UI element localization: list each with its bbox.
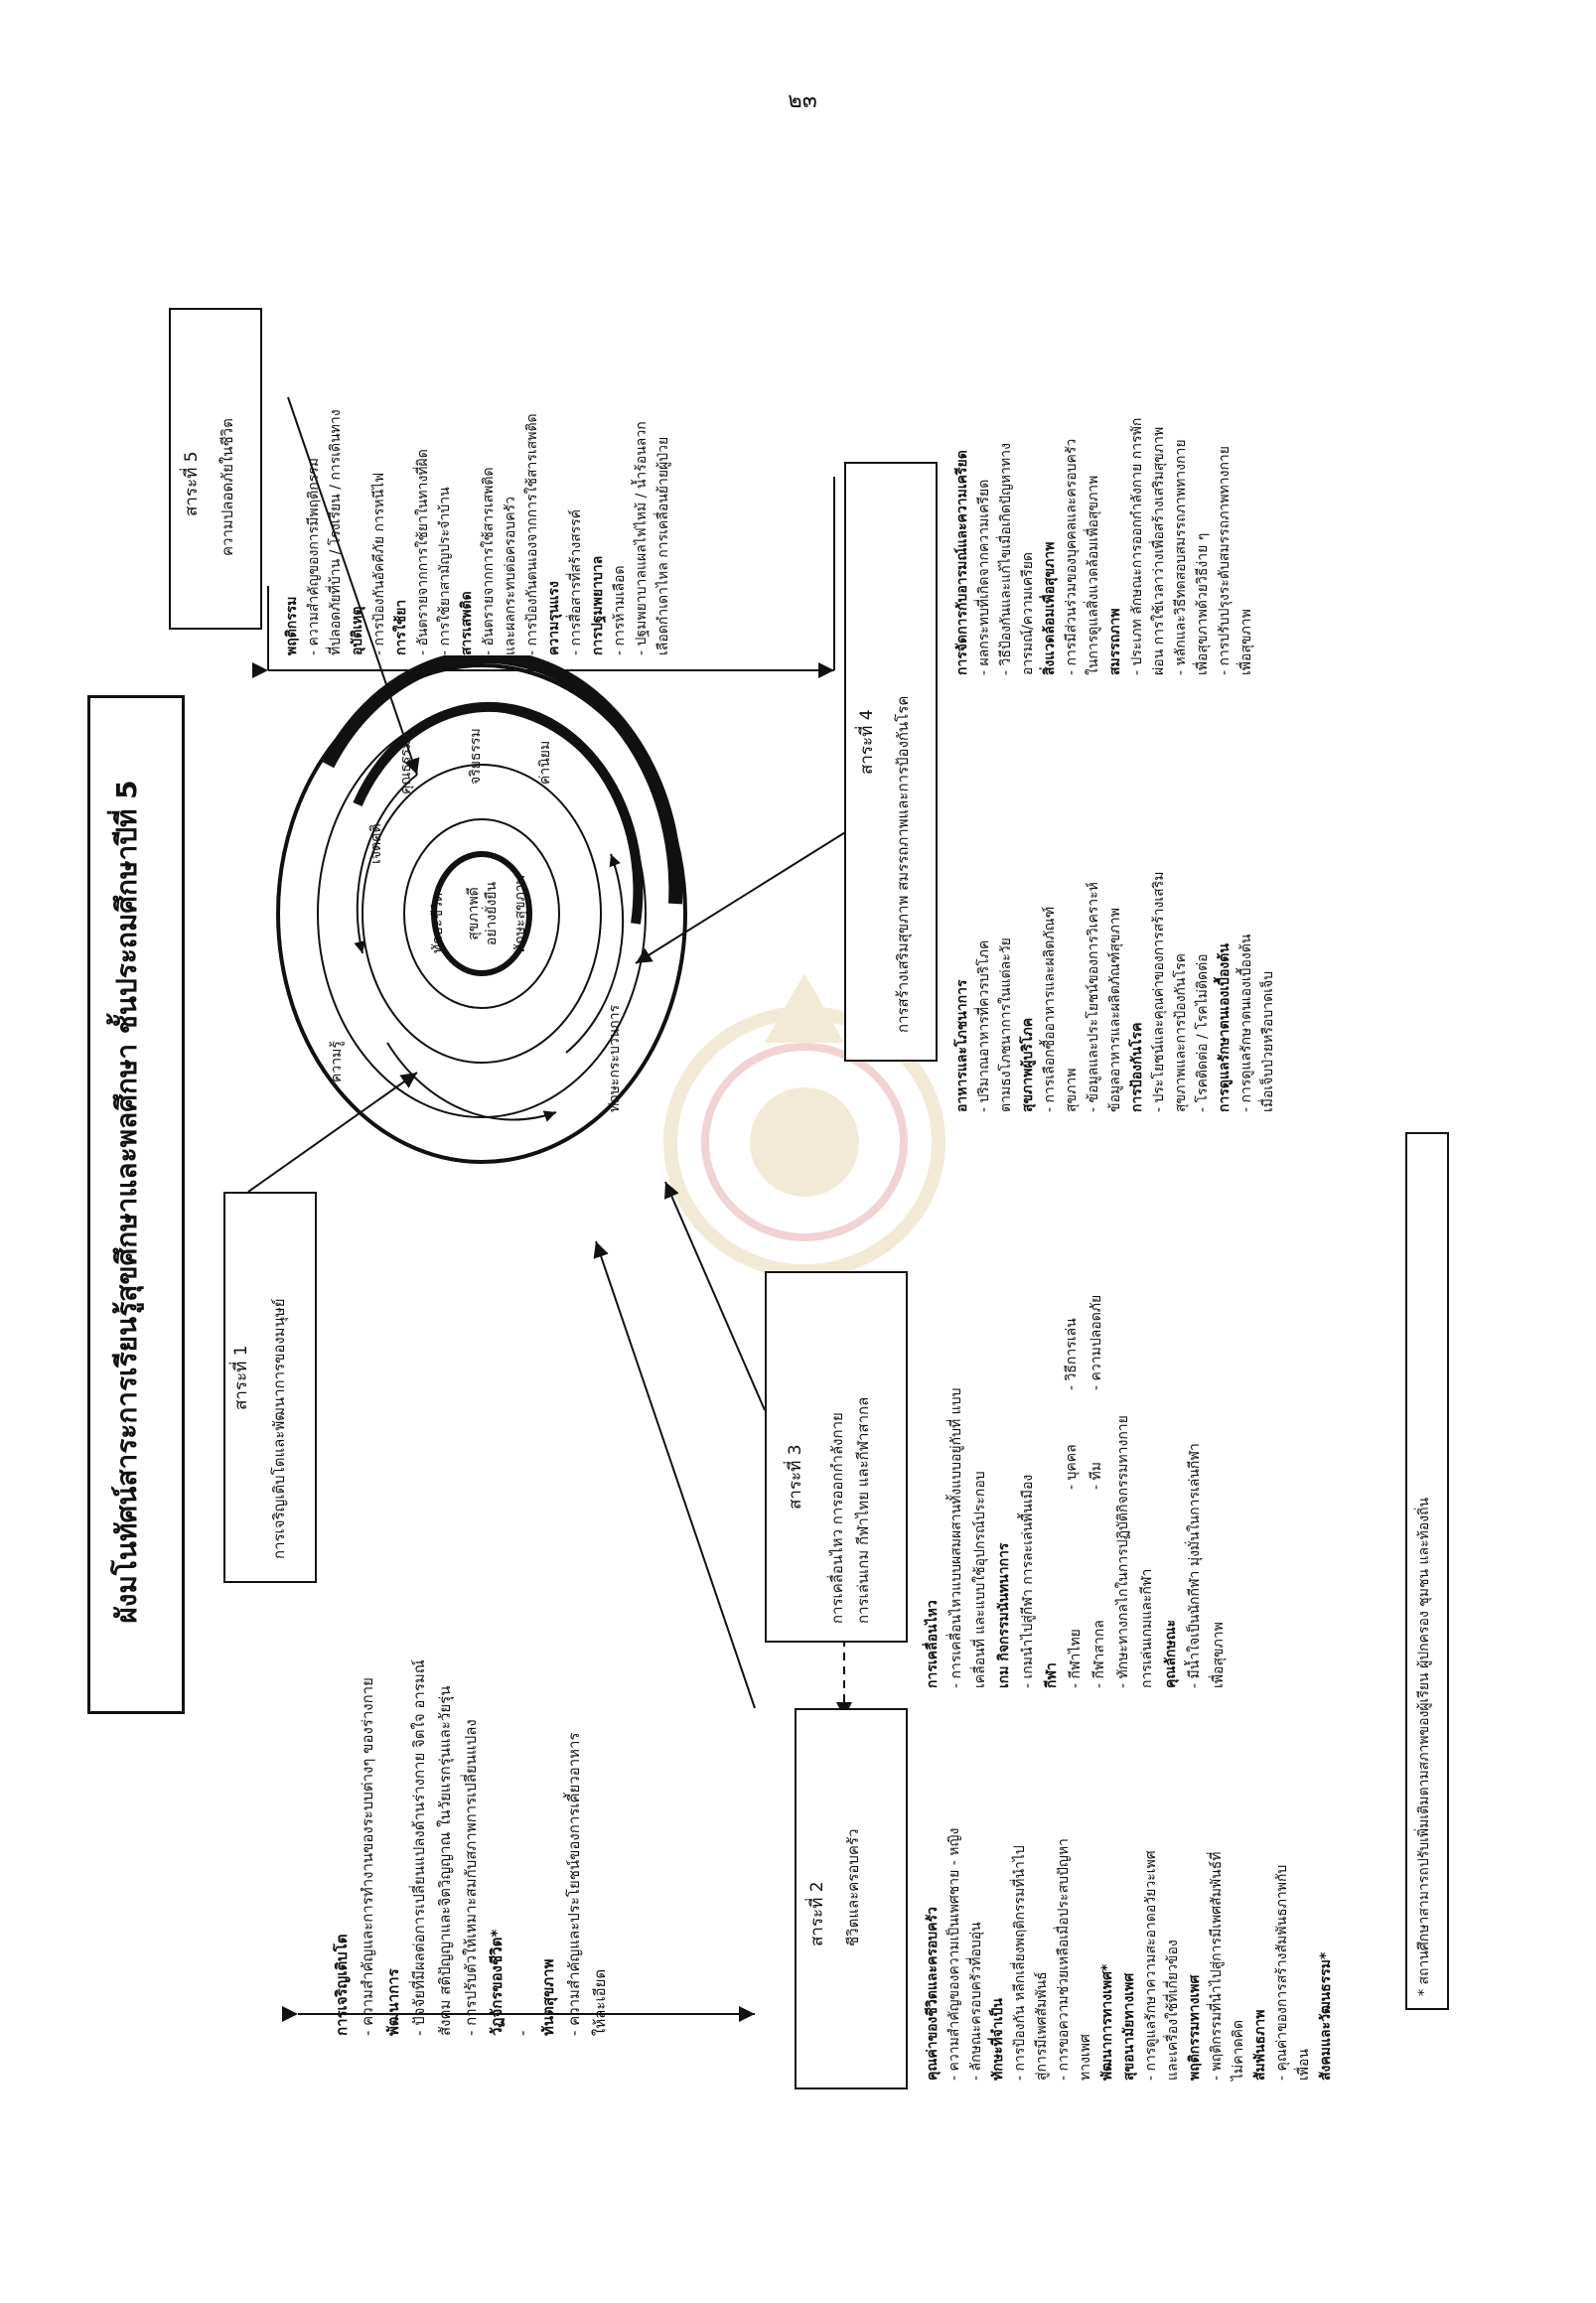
strand-2-name: ชีวิตและครอบครัว bbox=[844, 1828, 862, 1946]
strand-2-box bbox=[795, 1708, 908, 2089]
strand-1-name: การเจริญเติบโตและพัฒนาการของมนุษย์ bbox=[270, 1298, 288, 1560]
strand-4-content-right: การจัดการกับอารมณ์และความเครียด - ผลกระท… bbox=[954, 417, 1254, 675]
strand-3-label: สาระที่ 3 bbox=[786, 1444, 805, 1510]
strand-5-content: พฤติกรรม - ความสำคัญของการมีพฤติกรรม ที่… bbox=[284, 409, 671, 655]
page-number: ๒๓ bbox=[788, 88, 817, 113]
strand-4-label: สาระที่ 4 bbox=[857, 709, 877, 775]
strand-1-label: สาระที่ 1 bbox=[231, 1345, 251, 1410]
strand-1-box bbox=[223, 1192, 317, 1583]
strand-5-label: สาระที่ 5 bbox=[182, 451, 202, 516]
strand-2-label: สาระที่ 2 bbox=[807, 1881, 827, 1946]
footnote-box bbox=[1405, 1132, 1449, 2010]
strand-4-box bbox=[844, 462, 938, 1062]
strand-5-box bbox=[169, 308, 262, 630]
watermark-emblem-icon bbox=[663, 973, 945, 1278]
strand-4-content-left: อาหารและโภชนาการ - ปริมาณอาหารที่ควรบริโ… bbox=[954, 871, 1276, 1112]
title-box bbox=[87, 695, 185, 1714]
strand-1-content: การเจริญเติบโต - ความสำคัญและการทำงานของ… bbox=[333, 1659, 609, 2036]
strand-5-name: ความปลอดภัยในชีวิต bbox=[218, 418, 236, 556]
footnote: * สถานศึกษาสามารถปรับเพิ่มเติมตามสภาพของ… bbox=[1416, 1497, 1432, 1996]
strand-3-name: การเคลื่อนไหว การออกกำลังกาย การเล่นเกม … bbox=[828, 1396, 872, 1624]
strand-3-box bbox=[765, 1271, 908, 1643]
strand-4-name: การสร้างเสริมสุขภาพ สมรรถภาพและการป้องกั… bbox=[894, 695, 912, 1033]
